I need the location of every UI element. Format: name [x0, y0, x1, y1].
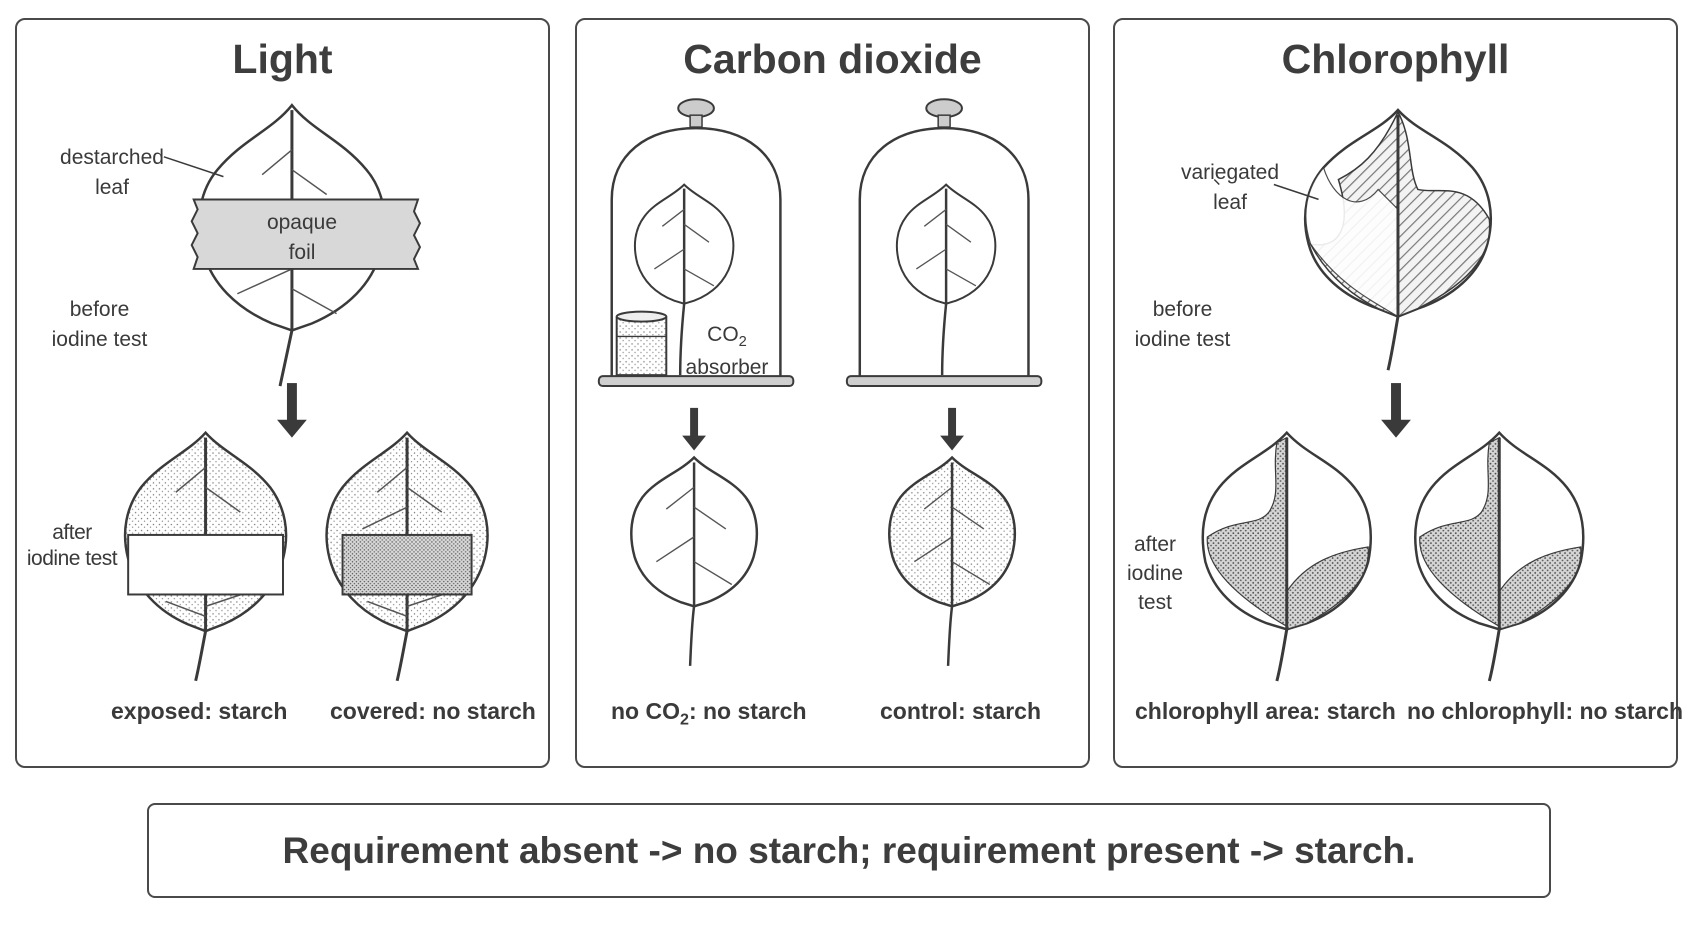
bell-jar-icon-left: [597, 98, 795, 388]
caption-no-co2: no CO2: no starch: [611, 698, 807, 729]
caption-covered: covered: no starch: [330, 698, 536, 724]
co2-absorber-beaker-icon: [615, 310, 668, 377]
caption-exposed: exposed: starch: [111, 698, 288, 724]
no-co2-result-leaf-icon: [630, 455, 759, 666]
caption-control: control: starch: [880, 698, 1042, 724]
down-arrow-icon-right: [940, 407, 964, 451]
panel-title-light: Light: [232, 36, 333, 82]
chlorophyll-illustration: [1201, 108, 1585, 682]
down-arrow-icon: [1381, 383, 1411, 438]
chlorophyll-panel: Chlorophyll variega: [1113, 18, 1683, 768]
variegated-leaf-icon: [1303, 108, 1493, 371]
exposed-leaf-icon: [123, 430, 288, 682]
co2-illustration: [597, 98, 1043, 666]
panel-title-chlorophyll: Chlorophyll: [1281, 36, 1510, 82]
caption-no-chlorophyll: no chlorophyll: no starch: [1407, 698, 1684, 724]
panel-title-co2: Carbon dioxide: [683, 36, 982, 82]
caption-chlorophyll-area: chlorophyll area: starch: [1135, 698, 1396, 724]
down-arrow-icon-left: [682, 407, 706, 451]
opaque-foil-icon: [190, 198, 422, 270]
covered-leaf-icon: [325, 430, 489, 682]
summary-box: Requirement absent -> no starch; require…: [147, 803, 1551, 898]
no-chlorophyll-leaf-icon: [1414, 430, 1585, 682]
light-illustration: [123, 103, 489, 682]
bell-jar-icon-right: [845, 98, 1043, 388]
co2-panel: Carbon dioxide: [575, 18, 1090, 768]
control-result-leaf-icon: [888, 455, 1017, 666]
chlorophyll-area-leaf-icon: [1201, 430, 1373, 682]
leaf-icon-control-jar: [895, 183, 997, 376]
down-arrow-icon: [277, 383, 307, 438]
co2-absorber-label: CO2 absorber: [685, 323, 769, 380]
leaf-icon-no-co2-jar: [633, 183, 735, 376]
